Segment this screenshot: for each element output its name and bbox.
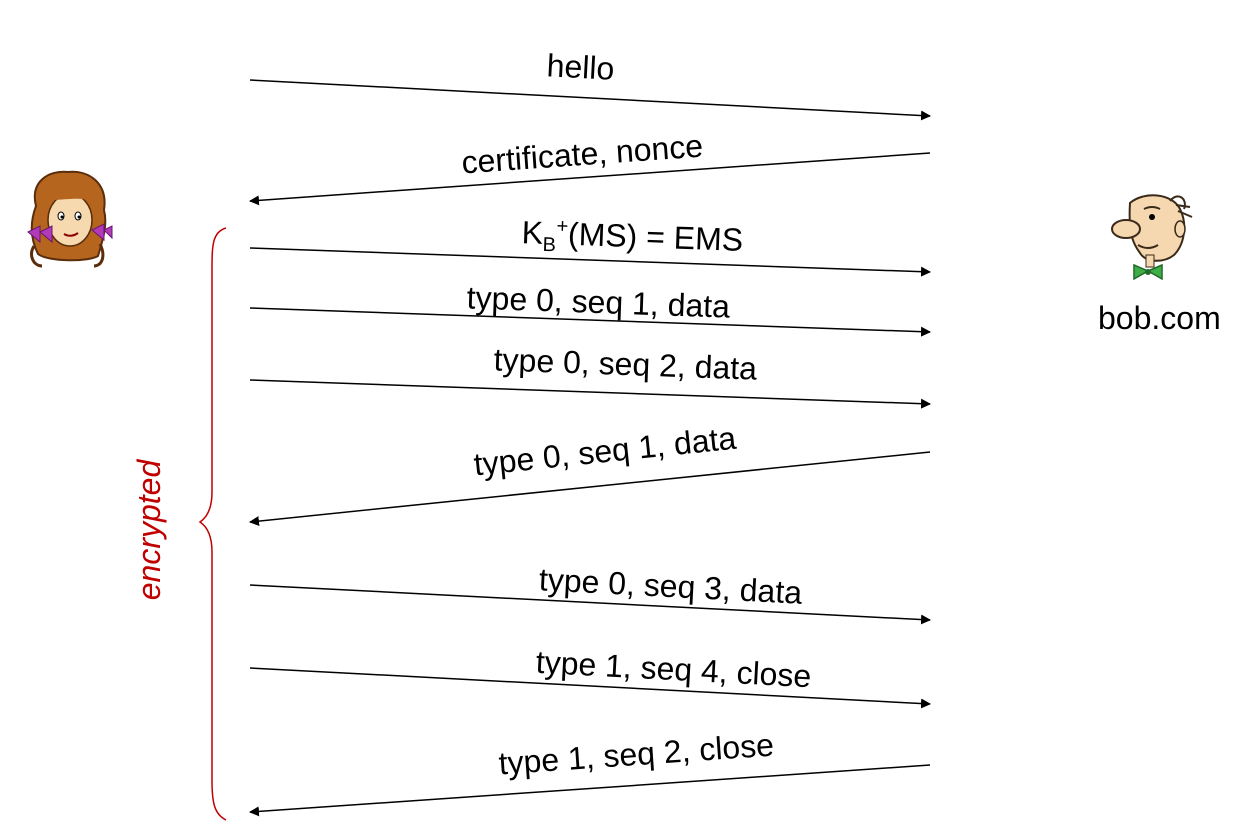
bob-label: bob.com: [1098, 300, 1221, 336]
message-label-8: type 1, seq 4, close: [535, 644, 812, 695]
message-arrow-4: [249, 307, 931, 337]
message-arrow-8: [249, 667, 931, 709]
ems-subscript: B: [542, 234, 556, 256]
message-arrow-6: [249, 451, 931, 527]
message-label-7: type 0, seq 3, data: [538, 561, 803, 611]
ems-rest: (MS) = EMS: [567, 216, 743, 258]
message-arrow-3: [249, 247, 931, 277]
message-arrow-5: [249, 379, 931, 409]
message-label-6: type 0, seq 1, data: [472, 420, 738, 483]
alice-avatar: [27, 170, 113, 268]
message-arrow-2: [249, 152, 931, 206]
message-label-4: type 0, seq 1, data: [466, 279, 731, 324]
ems-superscript: +: [556, 215, 568, 237]
bob-avatar: [1111, 194, 1193, 281]
encrypted-label: encrypted: [131, 459, 167, 601]
message-label-1: hello: [546, 47, 615, 87]
message-label-9: type 1, seq 2, close: [497, 727, 775, 782]
ems-key: K: [521, 214, 544, 251]
message-arrow-1: [249, 79, 931, 121]
encrypted-brace: [198, 227, 227, 821]
message-label-2: certificate, nonce: [460, 128, 704, 181]
message-arrow-7: [249, 584, 931, 625]
message-arrow-9: [249, 764, 931, 817]
message-label-5: type 0, seq 2, data: [493, 341, 758, 386]
message-label-3: KB+(MS) = EMS: [521, 214, 744, 263]
